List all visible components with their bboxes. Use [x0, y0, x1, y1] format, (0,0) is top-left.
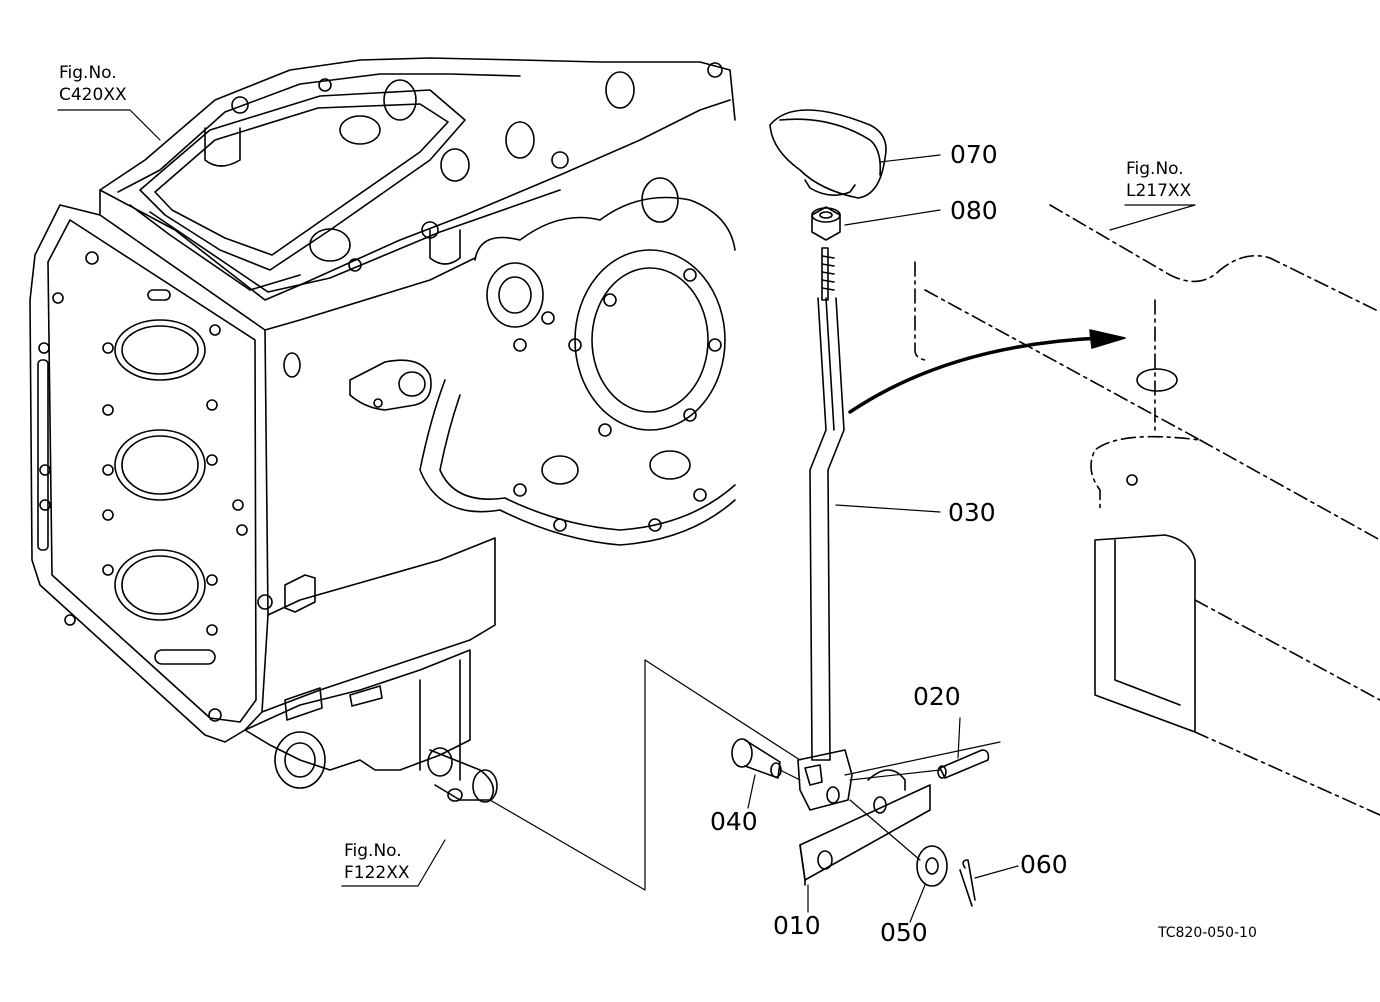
part-label-080: 080	[950, 196, 998, 225]
fig-ref-label: Fig.No.	[1126, 159, 1184, 179]
part-060-cotter-pin	[960, 860, 975, 906]
fig-ref-label: Fig.No.	[344, 841, 402, 861]
fig-ref-label: Fig.No.	[59, 63, 117, 83]
part-label-070: 070	[950, 140, 998, 169]
rod-clevis	[798, 750, 852, 810]
part-label-060: 060	[1020, 850, 1068, 879]
part-040-clevis-pin	[732, 739, 781, 778]
part-050-washer	[917, 846, 947, 886]
fig-ref-number: F122XX	[344, 863, 410, 883]
part-080-nut	[812, 207, 840, 240]
part-030-rod	[810, 248, 844, 760]
fig-ref-l217: Fig.No. L217XX	[1126, 158, 1191, 202]
transmission-housing	[30, 58, 735, 802]
drawing-code: TC820-050-10	[1158, 925, 1257, 941]
fig-ref-number: C420XX	[59, 85, 127, 105]
part-label-040: 040	[710, 807, 758, 836]
direction-arrow	[850, 330, 1125, 412]
part-070-knob	[770, 110, 886, 198]
fig-ref-c420: Fig.No. C420XX	[59, 62, 127, 106]
side-panel	[915, 205, 1380, 815]
part-010-lever-plate	[800, 770, 930, 885]
part-label-030: 030	[948, 498, 996, 527]
part-020-pin	[938, 750, 988, 778]
part-label-020: 020	[913, 682, 961, 711]
fig-ref-f122: Fig.No. F122XX	[344, 840, 410, 884]
part-label-050: 050	[880, 918, 928, 947]
part-label-010: 010	[773, 911, 821, 940]
fig-ref-number: L217XX	[1126, 181, 1192, 201]
leader-lines	[58, 110, 1195, 922]
